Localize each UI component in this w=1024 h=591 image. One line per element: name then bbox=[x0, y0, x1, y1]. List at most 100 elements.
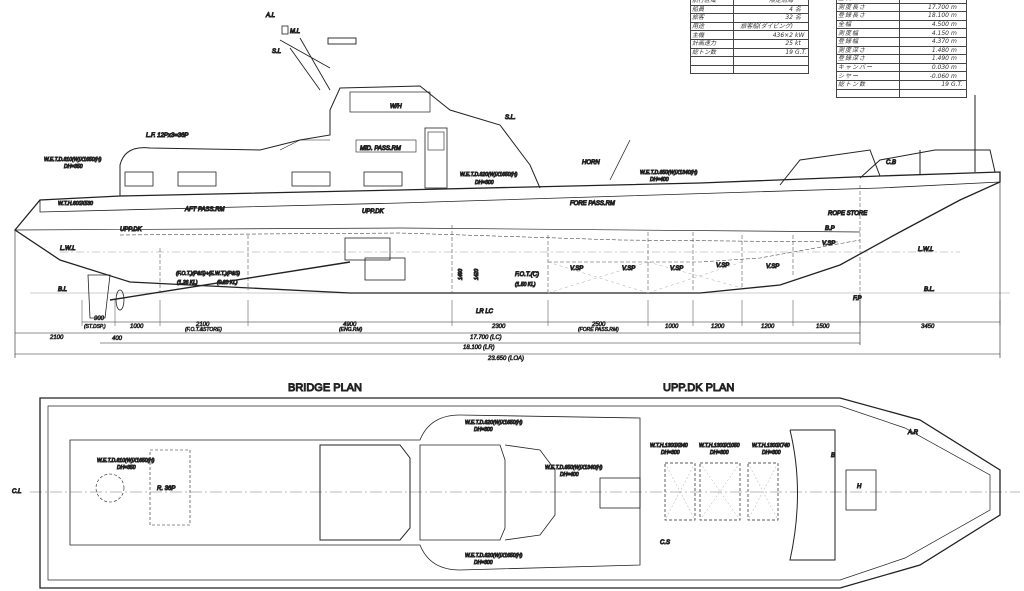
hatch-3 bbox=[747, 462, 779, 521]
sl2-label: S.L. bbox=[505, 115, 516, 121]
sheer-line bbox=[39, 181, 1001, 213]
hull-outline bbox=[14, 171, 1001, 294]
cabin-window bbox=[363, 171, 403, 187]
dim-note: (ENG.RM) bbox=[339, 327, 363, 333]
fp-label: F.P bbox=[853, 296, 862, 302]
vsp-label: V.SP bbox=[670, 266, 683, 272]
hatch-2 bbox=[699, 462, 741, 521]
bridge-plan-title: BRIDGE PLAN bbox=[288, 382, 362, 394]
cell-unit bbox=[794, 64, 809, 75]
door-spec-label: W.E.T.D.610(W)X1650(H) bbox=[97, 458, 155, 464]
frame-lines bbox=[159, 185, 861, 295]
cell-value bbox=[899, 88, 950, 99]
hatch-1 bbox=[664, 462, 696, 521]
propeller-shaft bbox=[109, 261, 351, 301]
dim-note: (F.O.T.&STORE) bbox=[185, 327, 222, 333]
skylight bbox=[599, 477, 641, 509]
hatch-dh-label: DH=300 bbox=[762, 450, 781, 456]
cell-label bbox=[836, 88, 900, 99]
table-row bbox=[836, 88, 967, 99]
upper-deck-line bbox=[14, 227, 861, 233]
door-spec-label: W.E.T.D.610(W)X1650(H) bbox=[44, 157, 102, 163]
door-spec-label: W.E.T.D.620(W)X1650(H) bbox=[465, 420, 523, 426]
cabin-window bbox=[124, 171, 154, 187]
main-engine bbox=[344, 237, 391, 261]
rudder bbox=[87, 274, 111, 319]
vsp-label: V.SP bbox=[622, 266, 635, 272]
dim-label: 2100 bbox=[195, 322, 210, 328]
cb-label: C.B bbox=[886, 160, 896, 166]
aft-pass-label: AFT PASS.RM bbox=[184, 207, 225, 213]
deck-outline bbox=[39, 397, 1001, 589]
dim-note: (ST.DSP.) bbox=[84, 324, 106, 330]
ml-label: M.L bbox=[290, 29, 300, 35]
dimensions-table: 全長23.650m測度長さ17.700m登録長さ18.100m全幅4.500m測… bbox=[836, 0, 967, 99]
door-dh-label: DH=300 bbox=[474, 560, 493, 566]
ar-label: A.R bbox=[907, 430, 919, 436]
horn-label: HORN bbox=[582, 160, 600, 166]
door-dh-label: DH=350 bbox=[64, 164, 83, 170]
fore-pass-label: FORE PASS.RM bbox=[570, 201, 615, 207]
bp-label: B.P bbox=[825, 226, 835, 232]
life-raft bbox=[95, 473, 125, 503]
life-float bbox=[149, 449, 191, 526]
anchor-light bbox=[281, 25, 289, 35]
wheelhouse-roof bbox=[319, 444, 411, 541]
door-spec-label: W.E.T.D.650(W)X1340(H) bbox=[545, 465, 603, 471]
cabin-window bbox=[177, 171, 217, 187]
vsp-label: V.SP bbox=[716, 263, 729, 269]
cell-unit bbox=[950, 88, 967, 99]
vsp-label: V.SP bbox=[822, 241, 835, 247]
b-label: B bbox=[831, 453, 835, 459]
lwl-label: L.W.L bbox=[60, 246, 75, 252]
lc-dimension: 17.700 (LC) bbox=[470, 335, 502, 341]
dim-label: 1000 bbox=[130, 324, 144, 330]
lrlc-label: LR LC bbox=[476, 309, 494, 315]
hatch-spec-label: W.T.H.1300X740 bbox=[752, 443, 790, 449]
vsp-label: V.SP bbox=[766, 264, 779, 270]
propeller bbox=[115, 289, 125, 311]
cell-label bbox=[690, 64, 734, 75]
mid-pass-window bbox=[355, 139, 417, 153]
vsp-label: V.SP bbox=[570, 266, 583, 272]
wheelhouse-window bbox=[349, 91, 431, 113]
raft-label: R. 36P bbox=[157, 486, 175, 492]
door-spec-label: W.E.T.D.650(W)X1340(H) bbox=[640, 170, 698, 176]
door-dh-label: DH=400 bbox=[650, 177, 669, 183]
hatch-fore bbox=[845, 469, 877, 511]
sl-label: S.L bbox=[272, 49, 281, 55]
dim-label: 3450 bbox=[921, 324, 935, 330]
bow-rail bbox=[779, 149, 996, 186]
windshield bbox=[419, 444, 506, 541]
cabin-window bbox=[291, 171, 331, 187]
fot-c-label: F.O.T.(C) bbox=[515, 272, 539, 278]
dim-note: (FORE PASS.RM) bbox=[578, 327, 619, 333]
table-row bbox=[690, 64, 809, 75]
profile-view: A.L M.L S.L W/H S.L. MID. PASS.RM L.F. 1… bbox=[14, 13, 1010, 319]
hatch-dh-label: DH=300 bbox=[710, 450, 729, 456]
dim-label: 900 bbox=[94, 316, 105, 322]
door-dh-label: DH=300 bbox=[475, 180, 494, 186]
radar-antenna bbox=[327, 37, 357, 45]
dim-label: 2500 bbox=[591, 322, 606, 328]
h-label: H bbox=[857, 484, 862, 490]
door-spec-label: W.E.T.D.620(W)X1650(H) bbox=[460, 172, 518, 178]
hatch-dh-label: DH=300 bbox=[661, 450, 680, 456]
bl-label: B.L. bbox=[924, 287, 935, 293]
dim-label: 4900 bbox=[343, 322, 357, 328]
gearbox bbox=[364, 257, 406, 281]
hatch-label: W.T.H.600X530 bbox=[58, 201, 93, 207]
lower-deck-line bbox=[119, 232, 841, 243]
lwl-label: L.W.L bbox=[918, 247, 933, 253]
upp-dk-label: UPP.DK bbox=[120, 227, 143, 233]
dim-label: 400 bbox=[112, 336, 123, 342]
height-label: 1420 bbox=[474, 269, 480, 280]
door-dh-label: DH=350 bbox=[117, 465, 136, 471]
mast bbox=[279, 37, 331, 91]
dim-label: 1200 bbox=[761, 324, 775, 330]
fot-label: (F.O.T.)(P&S)+(E.W.T.)(P&S) bbox=[176, 271, 240, 277]
dim-label: 1200 bbox=[711, 324, 725, 330]
door-window bbox=[427, 131, 445, 151]
dim-label: 1500 bbox=[816, 324, 830, 330]
